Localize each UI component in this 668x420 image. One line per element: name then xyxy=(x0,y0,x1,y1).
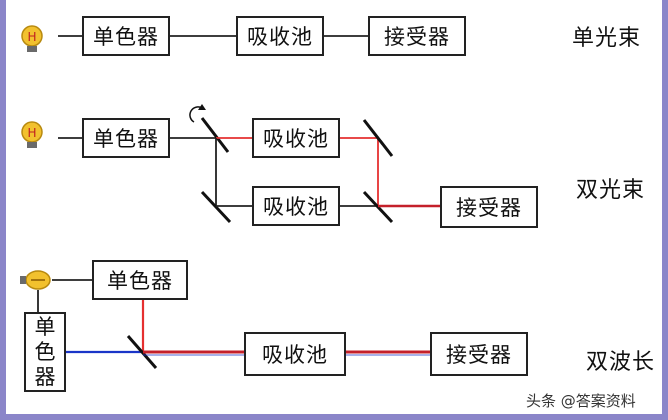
single-beam-label: 单光束 xyxy=(572,26,642,51)
diagram-lines: H H xyxy=(20,25,440,369)
monochromator-box: 单色器 xyxy=(82,16,170,56)
lamp-icon xyxy=(20,270,51,290)
svg-text:H: H xyxy=(27,126,36,140)
detector-box: 接受器 xyxy=(430,332,528,376)
detector-box: 接受器 xyxy=(368,16,466,56)
detector-box: 接受器 xyxy=(440,186,538,228)
monochromator-left-char: 器 xyxy=(34,364,56,389)
double-beam-label: 双光束 xyxy=(576,178,646,203)
dual-wavelength-label: 双波长 xyxy=(586,350,656,375)
lamp-icon: H xyxy=(21,25,43,52)
rotating-mirror-icon xyxy=(189,106,203,123)
mirror-icon xyxy=(200,190,232,224)
mirror-icon xyxy=(200,117,230,153)
rotating-mirror-icon xyxy=(198,104,206,110)
absorption-cell-box: 吸收池 xyxy=(236,16,324,56)
monochromator-box: 单色器 xyxy=(82,118,170,158)
monochromator-top-box: 单色器 xyxy=(92,260,188,300)
lamp-icon: H xyxy=(21,121,43,148)
mirror-icon xyxy=(126,335,158,369)
absorption-cell-bottom-box: 吸收池 xyxy=(252,186,340,226)
watermark: 头条 @答案资料 xyxy=(526,392,636,410)
monochromator-left-char: 色 xyxy=(34,339,56,364)
monochromator-left-box: 单 色 器 xyxy=(24,312,66,392)
svg-text:H: H xyxy=(27,30,36,44)
absorption-cell-top-box: 吸收池 xyxy=(252,118,340,158)
absorption-cell-box: 吸收池 xyxy=(244,332,346,376)
mirror-icon xyxy=(362,119,394,157)
monochromator-left-char: 单 xyxy=(34,314,56,339)
